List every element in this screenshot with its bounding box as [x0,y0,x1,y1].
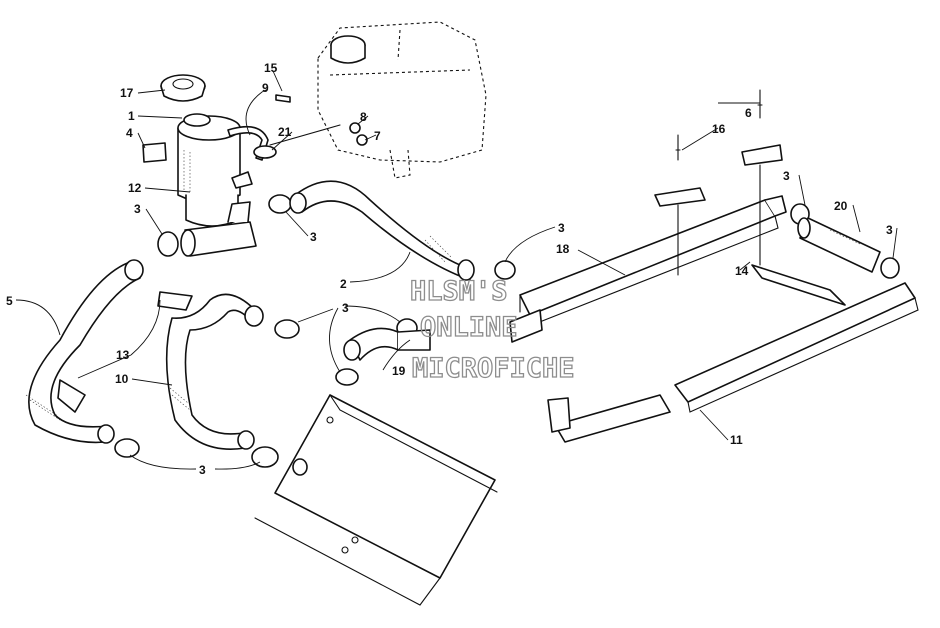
callout-9: 9 [262,81,269,95]
connector-tube-20 [797,217,881,273]
pad-16 [654,187,706,207]
callout-8: 8 [360,110,367,124]
filler-neck [177,113,253,227]
hose-clamps [114,194,900,468]
tee-connector [180,201,257,257]
bolt [275,94,291,103]
callout-10: 10 [115,372,129,386]
rivet-6 [757,89,763,119]
rivet-16 [675,134,681,161]
nut-8 [349,122,361,134]
callout-18: 18 [556,242,570,256]
callout-3d: 3 [342,301,349,315]
bracket-14 [751,264,846,306]
callout-7: 7 [374,129,381,143]
callout-1: 1 [128,109,135,123]
hose-5 [25,259,144,444]
callout-3c: 3 [558,221,565,235]
callout-20: 20 [834,199,848,213]
callout-3a: 3 [134,202,141,216]
upper-hose [289,180,475,281]
watermark-line-3: MICROFICHE [412,353,575,384]
hose-10 [165,293,264,450]
callout-14: 14 [735,264,749,278]
elbow-hose-19 [343,327,431,361]
callout-2: 2 [340,277,347,291]
radiator-cap [160,74,206,102]
reservoir-tank [317,21,487,179]
callout-6: 6 [745,106,752,120]
heat-exchanger-11 [547,282,919,443]
heat-exchanger-18 [509,195,787,343]
watermark-line-1: HLSM'S [410,276,508,307]
callout-12: 12 [128,181,142,195]
callout-11: 11 [730,433,743,447]
callout-4: 4 [126,126,133,140]
callout-21: 21 [278,125,292,139]
watermark: HLSM'S ONLINE MICROFICHE [409,275,575,384]
bracket-13a [157,291,193,311]
pad-6 [741,144,783,166]
decal-label [142,142,167,163]
callout-labels: 1 2 3 3 3 3 3 3 3 4 5 6 7 8 9 10 11 12 1… [6,61,893,477]
bracket-13b [57,379,86,413]
callout-3b: 3 [310,230,317,244]
callout-17: 17 [120,86,134,100]
callout-5: 5 [6,294,13,308]
radiator-panel [254,394,498,606]
callout-19: 19 [392,364,406,378]
leader-lines [15,70,898,470]
callout-3f: 3 [783,169,790,183]
nut-7 [356,134,368,146]
callout-3e: 3 [199,463,206,477]
callout-13: 13 [116,348,130,362]
callout-3g: 3 [886,223,893,237]
overflow-hose [227,124,341,161]
watermark-line-2: ONLINE [420,312,518,343]
callout-15: 15 [264,61,278,75]
callout-16: 16 [712,122,726,136]
